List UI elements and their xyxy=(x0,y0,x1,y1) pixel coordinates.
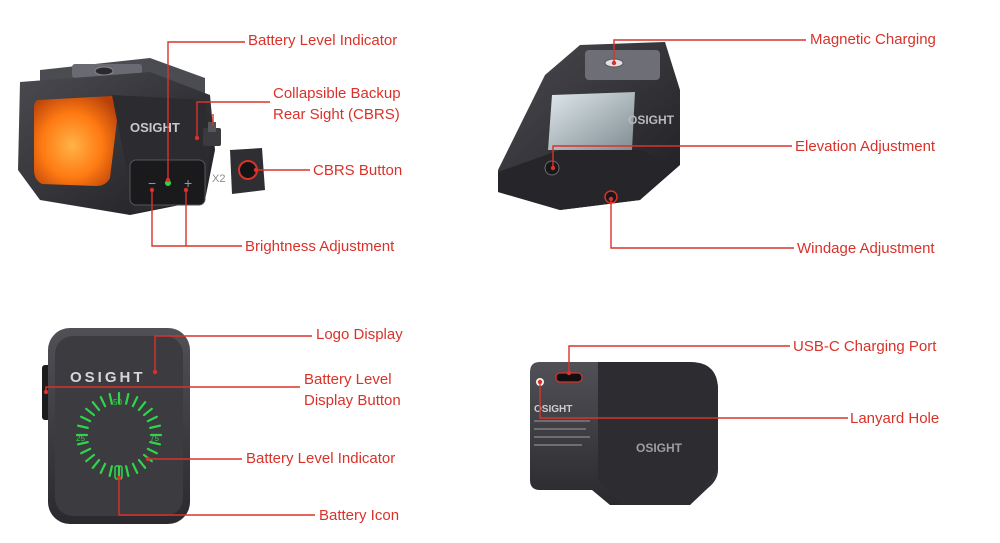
case-side-logo-2: OSIGHT xyxy=(636,441,683,455)
callouts-top-left xyxy=(151,41,310,247)
dial-tick-mark xyxy=(91,458,101,469)
case-logo: OSIGHT xyxy=(70,369,146,386)
dial-tick-mark xyxy=(76,441,89,446)
dial-tick-mark xyxy=(80,447,92,455)
dial-tick-mark xyxy=(108,392,113,405)
dial-tick-mark xyxy=(137,458,147,469)
dial-tick-mark xyxy=(149,424,162,429)
svg-text:−: − xyxy=(148,175,156,191)
dial-tick-mark xyxy=(149,441,162,446)
label-battery-level-indicator-case: Battery Level Indicator xyxy=(246,450,396,467)
charging-case-front: OSIGHT 50 25 75 xyxy=(42,328,190,524)
dial-tick-mark xyxy=(76,424,89,429)
model-mark: X2 xyxy=(212,173,225,185)
label-cbrs-line2: Rear Sight (CBRS) xyxy=(273,106,400,123)
label-cbrs-line1: Collapsible Backup xyxy=(273,85,401,102)
label-cbrs-button: CBRS Button xyxy=(313,162,403,179)
label-battery-icon: Battery Icon xyxy=(319,507,400,524)
label-lanyard-hole: Lanyard Hole xyxy=(850,410,940,427)
dial-tick-mark xyxy=(137,401,147,412)
label-battery-level-indicator: Battery Level Indicator xyxy=(248,32,398,49)
dial-tick-mark xyxy=(142,407,153,417)
lens-window xyxy=(34,96,119,186)
sight-rear-view: OSIGHT xyxy=(498,42,680,210)
dial-tick-mark xyxy=(99,396,107,408)
svg-text:+: + xyxy=(184,175,192,191)
dial-tick-mark xyxy=(85,407,96,417)
dial-tick-mark xyxy=(131,396,139,408)
dial-tick-mark xyxy=(91,401,101,412)
dial-tick-mark xyxy=(146,447,158,455)
dial-tick-mark xyxy=(85,453,96,463)
callouts-top-right xyxy=(552,39,806,249)
label-battery-display-button-line2: Display Button xyxy=(304,392,401,409)
dial-tick-mark xyxy=(146,415,158,423)
label-brightness-adjustment: Brightness Adjustment xyxy=(245,238,395,255)
dial-tick-25: 25 xyxy=(76,434,85,443)
dial-tick-mark xyxy=(131,462,139,474)
rear-side-logo: OSIGHT xyxy=(628,113,675,127)
sight-front-view: OSIGHT − + X2 xyxy=(18,58,265,215)
label-windage-adjustment: Windage Adjustment xyxy=(797,240,935,257)
dial-tick-mark xyxy=(125,392,130,405)
case-side-logo: OSIGHT xyxy=(534,404,572,415)
dial-tick-mark xyxy=(99,462,107,474)
dial-tick-mark xyxy=(108,465,113,478)
dial-tick-75: 75 xyxy=(150,434,159,443)
label-elevation-adjustment: Elevation Adjustment xyxy=(795,138,936,155)
dial-tick-50: 50 xyxy=(113,398,122,407)
dial-tick-mark xyxy=(125,465,130,478)
battery-dial xyxy=(75,391,163,479)
label-logo-display: Logo Display xyxy=(316,326,403,343)
label-magnetic-charging: Magnetic Charging xyxy=(810,31,936,48)
charging-case-side: OSIGHT OSIGHT xyxy=(530,362,718,505)
callouts-bottom-right xyxy=(539,345,848,419)
dial-tick-mark xyxy=(80,415,92,423)
side-logo: OSIGHT xyxy=(130,120,180,135)
label-battery-display-button-line1: Battery Level xyxy=(304,371,392,388)
label-usb-c-port: USB-C Charging Port xyxy=(793,338,937,355)
